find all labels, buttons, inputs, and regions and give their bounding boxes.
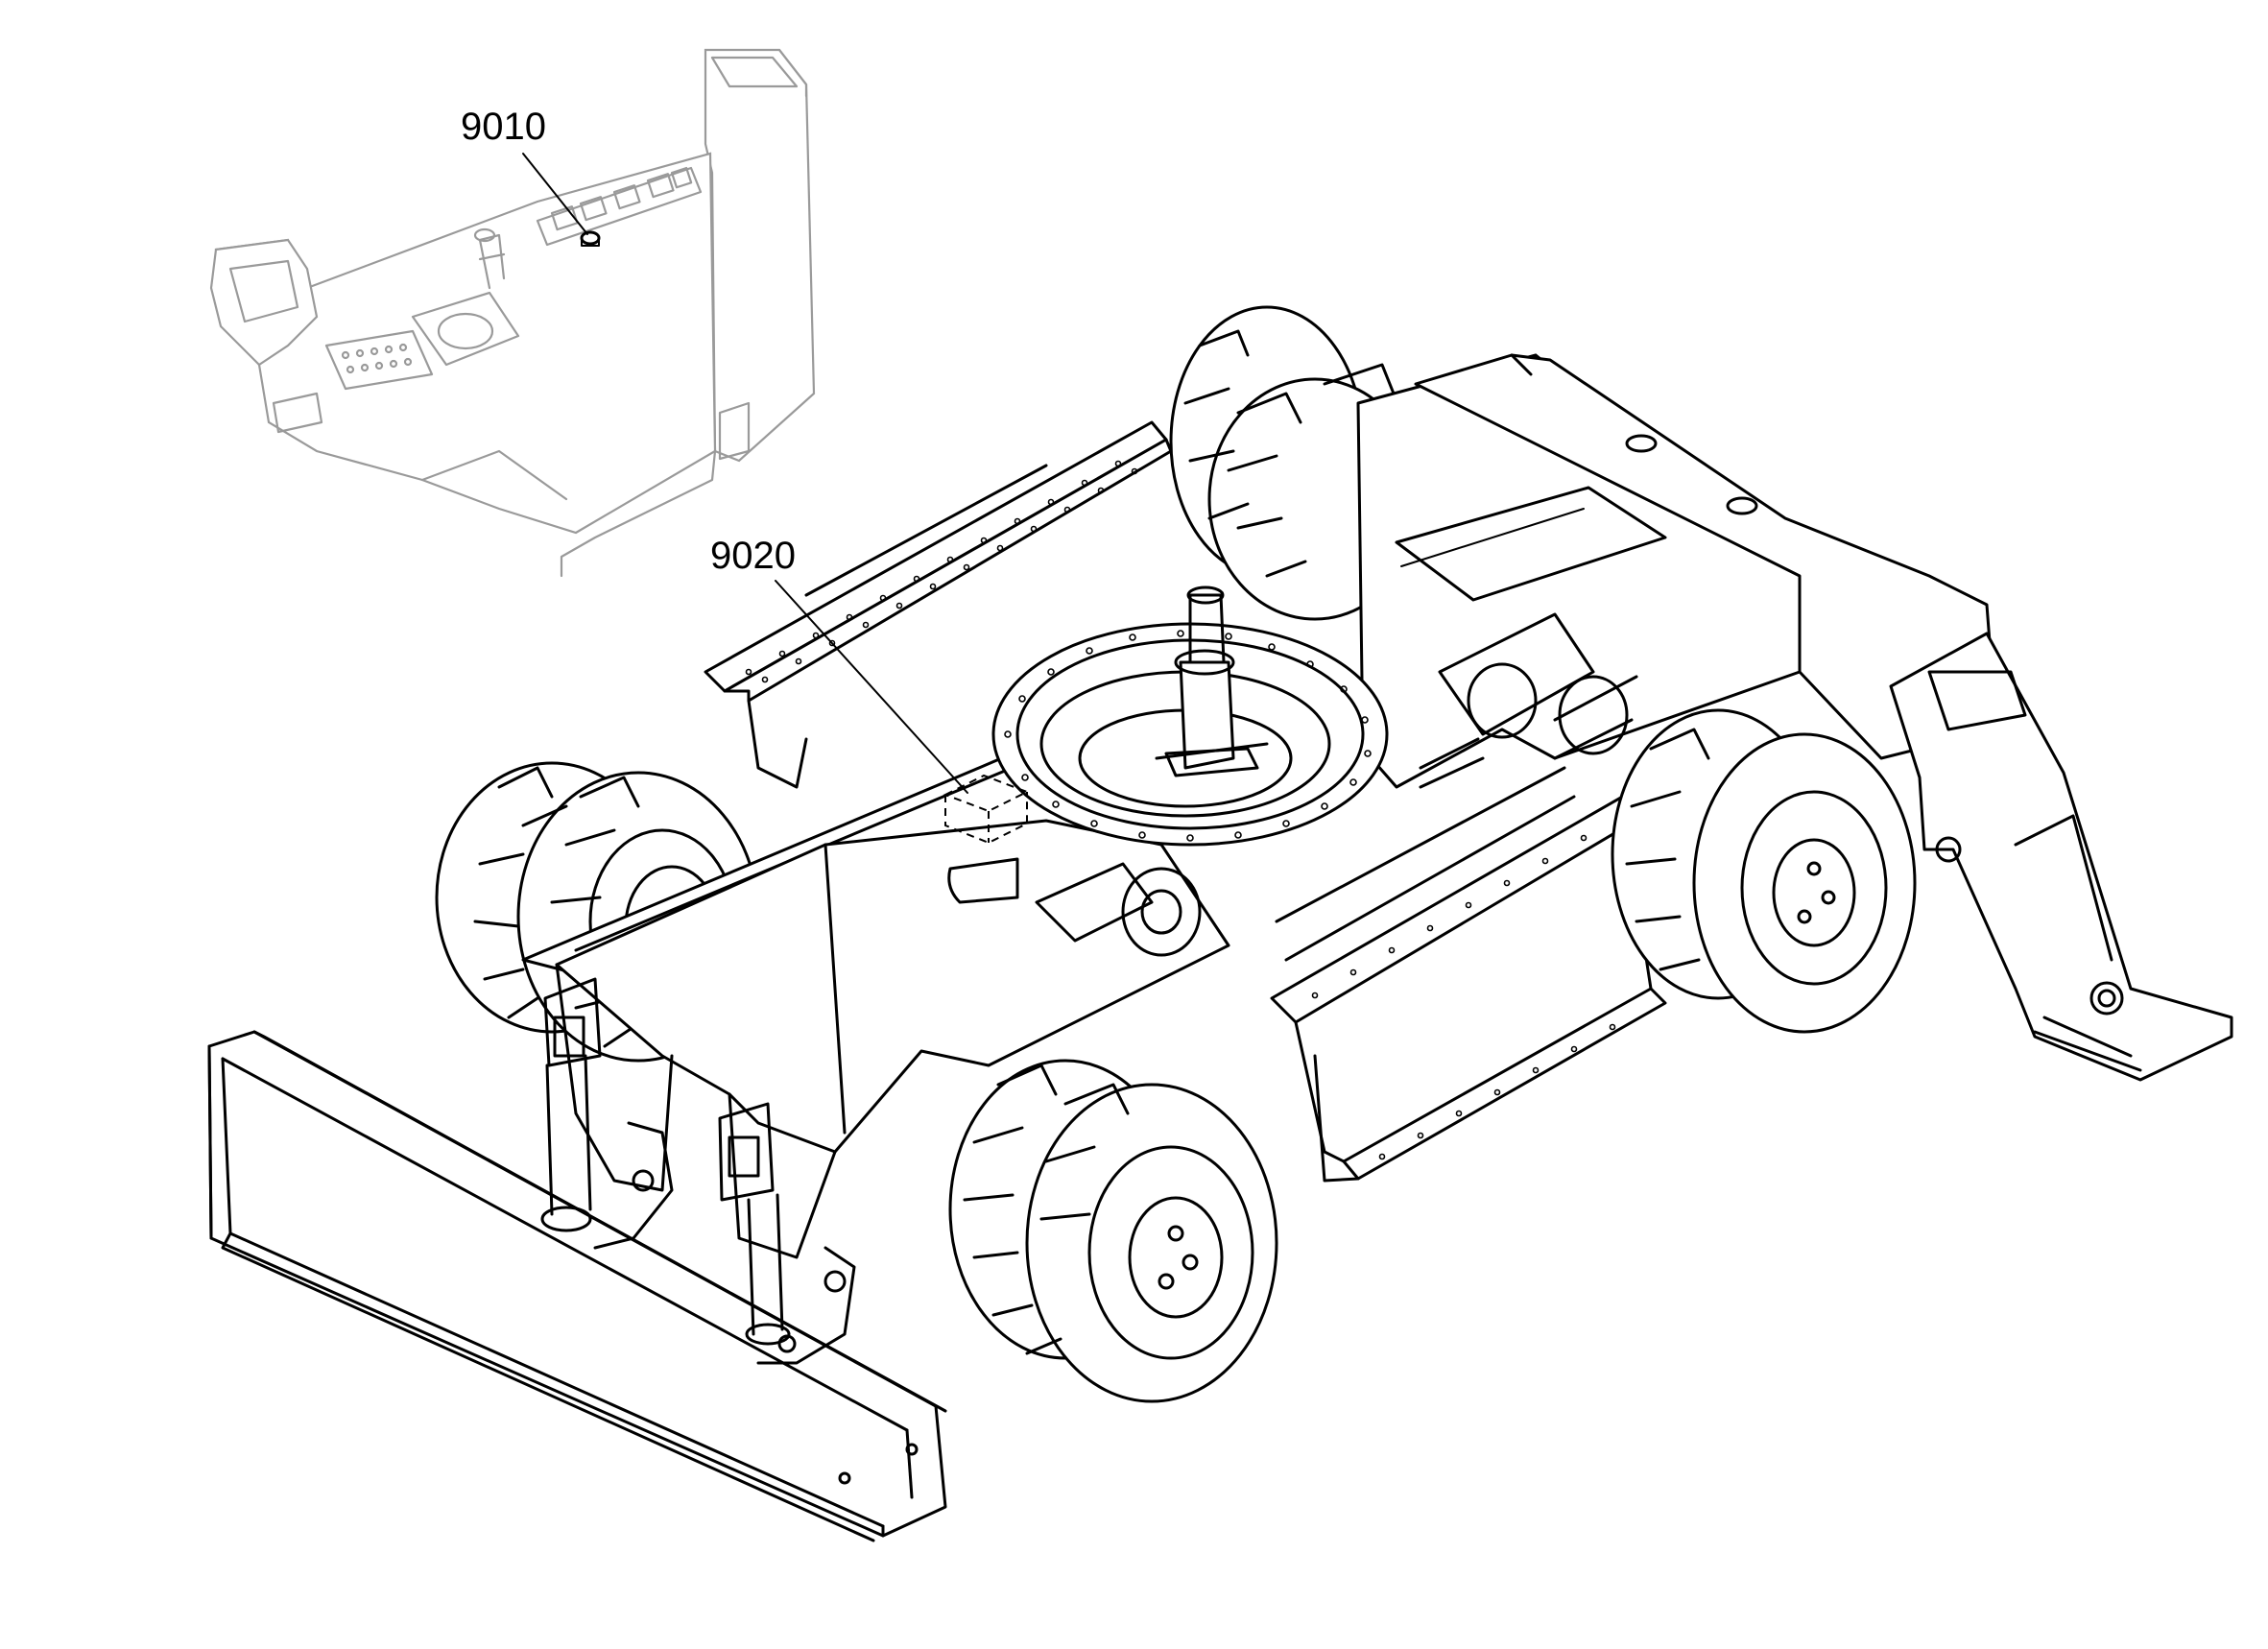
- callout-leader-9020: [775, 580, 968, 794]
- left-step-plate: [704, 420, 1173, 789]
- callout-leader-9010: [522, 153, 588, 235]
- front-right-wheels: [948, 1059, 1278, 1403]
- rear-right-wheels: [1611, 708, 1917, 1034]
- slewing-ring: [991, 586, 1389, 847]
- switch-9010-part: [580, 230, 601, 247]
- frame-opening: [947, 857, 1019, 904]
- callout-label-9010: 9010: [461, 106, 546, 148]
- front-frame: [540, 819, 1230, 1365]
- operator-cab-ghost: [209, 48, 816, 578]
- dozer-blade: [207, 1030, 947, 1542]
- component-9020-part: [943, 774, 1030, 845]
- drive-shaft: [1035, 612, 1638, 957]
- callout-label-9020: 9020: [710, 535, 796, 577]
